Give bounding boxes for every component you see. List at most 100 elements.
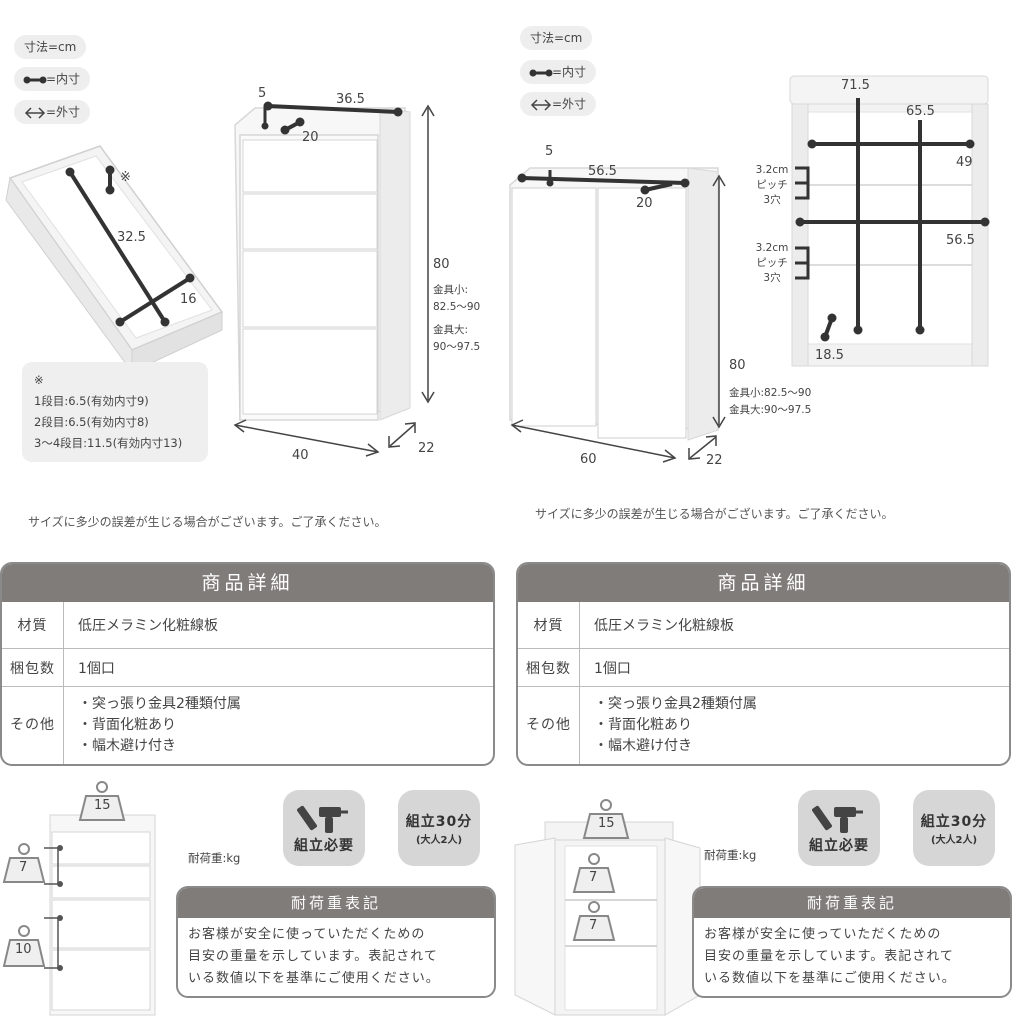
assembly-people-text: (大人2人) — [930, 834, 978, 846]
right-hw-small: 金具小:82.5〜90 — [729, 387, 812, 399]
drawer-asterisk: ※ — [120, 170, 131, 185]
assembly-people-text: (大人2人) — [415, 834, 463, 846]
footnote-line-2: 2段目:6.5(有効内寸8) — [34, 415, 149, 429]
detail-label: 材質 — [518, 602, 580, 648]
footnote-line-1: 1段目:6.5(有効内寸9) — [34, 394, 149, 408]
assembly-time-text: 組立30分 — [405, 813, 473, 830]
right-width: 60 — [580, 452, 597, 467]
detail-value: ・幅木避け付き — [78, 738, 176, 754]
outer-legend-text: =外寸 — [552, 97, 587, 111]
load-line-2: 目安の重量を示しています。表記されて — [704, 949, 954, 964]
left-depth: 22 — [418, 441, 435, 456]
size-note-left: サイズに多少の誤差が生じる場合がございます。ご了承ください。 — [28, 515, 387, 529]
detail-value: ・幅木避け付き — [594, 738, 692, 754]
assembly-required-badge-left: 組立必要 — [283, 790, 365, 866]
detail-value: 1個口 — [78, 660, 115, 677]
right-weight-bottom: 7 — [589, 918, 598, 933]
foot-gap: 18.5 — [815, 348, 844, 363]
detail-value: ・背面化粧あり — [594, 717, 692, 733]
load-title: 耐荷重表記 — [178, 888, 494, 918]
right-weight-middle: 7 — [589, 870, 598, 885]
detail-row-material: 材質 低圧メラミン化粧線板 — [518, 602, 1009, 648]
detail-row-other: その他 ・突っ張り金具2種類付属 ・背面化粧あり ・幅木避け付き — [518, 686, 1009, 764]
left-hw-small-label: 金具小: — [433, 284, 469, 296]
assembly-time-badge-left: 組立30分 (大人2人) — [398, 790, 480, 866]
load-line-1: お客様が安全に使っていただくための — [704, 927, 942, 942]
product-detail-table-right: 商品詳細 材質 低圧メラミン化粧線板 梱包数 1個口 その他 ・突っ張り金具2種… — [516, 562, 1011, 766]
tools-icon — [812, 805, 863, 833]
shelf-depth: 49 — [956, 155, 973, 170]
pitch-2-word: ピッチ — [756, 257, 788, 269]
left-top-thickness: 5 — [258, 86, 267, 101]
detail-label: 材質 — [2, 602, 64, 648]
footnote-line-3: 3〜4段目:11.5(有効内寸13) — [34, 436, 183, 450]
detail-value: 低圧メラミン化粧線板 — [78, 618, 218, 634]
footnote-mark: ※ — [34, 373, 44, 387]
inner-legend-text: =内寸 — [552, 65, 587, 79]
unit-legend-right: 寸法=cm — [520, 26, 593, 50]
inner-legend-right: =内寸 — [520, 60, 597, 84]
inner-legend-text: =内寸 — [46, 72, 81, 86]
assembly-time-badge-right: 組立30分 (大人2人) — [913, 790, 995, 866]
outer-dimension-icon — [530, 98, 552, 111]
detail-label: その他 — [518, 687, 580, 764]
load-unit-label-right: 耐荷重:kg — [704, 848, 757, 862]
inner-legend: =内寸 — [14, 67, 91, 91]
detail-label: 梱包数 — [2, 649, 64, 686]
load-title: 耐荷重表記 — [694, 888, 1010, 918]
detail-value: 低圧メラミン化粧線板 — [594, 618, 734, 634]
detail-title: 商品詳細 — [518, 564, 1009, 602]
tools-icon — [297, 805, 348, 833]
left-weight-middle: 7 — [19, 860, 28, 875]
detail-row-packages: 梱包数 1個口 — [2, 648, 493, 686]
left-weight-bottom: 10 — [15, 942, 32, 957]
outer-legend: =外寸 — [14, 100, 91, 124]
pitch-label-1: 3.2cm ピッチ 3穴 — [752, 163, 792, 208]
weight-icon — [572, 901, 616, 941]
left-top-inner-width: 36.5 — [336, 92, 365, 107]
load-line-3: いる数値以下を基準にご使用ください。 — [188, 971, 440, 986]
pitch-1-holes: 3穴 — [763, 194, 781, 206]
detail-value: ・突っ張り金具2種類付属 — [78, 696, 241, 712]
door-cabinet-illustration — [509, 167, 719, 441]
drawer-cabinet-illustration — [234, 107, 411, 421]
load-drawer-cabinet — [49, 814, 156, 1016]
size-note-right: サイズに多少の誤差が生じる場合がございます。ご了承ください。 — [535, 507, 894, 521]
weight-icon — [2, 925, 46, 967]
weight-icon — [582, 799, 630, 839]
drawer-width: 16 — [180, 292, 197, 307]
weight-icon — [2, 843, 46, 883]
weight-icon — [572, 853, 616, 893]
left-top-depth: 20 — [302, 130, 319, 145]
right-top-thickness: 5 — [545, 144, 554, 159]
drawer-length: 32.5 — [117, 230, 146, 245]
left-height: 80 — [433, 257, 450, 272]
assembly-required-text: 組立必要 — [809, 838, 869, 854]
inner-dimension-icon — [23, 75, 47, 85]
load-notice-left: 耐荷重表記 お客様が安全に使っていただくための 目安の重量を示しています。表記さ… — [176, 886, 496, 998]
inner-dimension-icon — [529, 68, 553, 78]
detail-value: ・突っ張り金具2種類付属 — [594, 696, 757, 712]
load-line-2: 目安の重量を示しています。表記されて — [188, 949, 438, 964]
assembly-time-text: 組立30分 — [920, 813, 988, 830]
pitch-2-size: 3.2cm — [755, 242, 789, 254]
unit-legend: 寸法=cm — [14, 35, 87, 59]
right-weight-top: 15 — [598, 816, 615, 831]
detail-title: 商品詳細 — [2, 564, 493, 602]
right-top-depth: 20 — [636, 196, 653, 211]
detail-row-material: 材質 低圧メラミン化粧線板 — [2, 602, 493, 648]
detail-row-packages: 梱包数 1個口 — [518, 648, 1009, 686]
weight-icon — [78, 781, 126, 821]
detail-label: 梱包数 — [518, 649, 580, 686]
load-line-1: お客様が安全に使っていただくための — [188, 927, 426, 942]
left-width: 40 — [292, 448, 309, 463]
assembly-required-badge-right: 組立必要 — [798, 790, 880, 866]
drawer-footnote: ※ 1段目:6.5(有効内寸9) 2段目:6.5(有効内寸8) 3〜4段目:11… — [22, 362, 208, 462]
outer-legend-right: =外寸 — [520, 92, 597, 116]
product-detail-table-left: 商品詳細 材質 低圧メラミン化粧線板 梱包数 1個口 その他 ・突っ張り金具2種… — [0, 562, 495, 766]
left-hw-large-range: 90〜97.5 — [433, 341, 481, 353]
detail-value: ・背面化粧あり — [78, 717, 176, 733]
shelf-width: 56.5 — [946, 233, 975, 248]
right-top-inner-width: 56.5 — [588, 164, 617, 179]
